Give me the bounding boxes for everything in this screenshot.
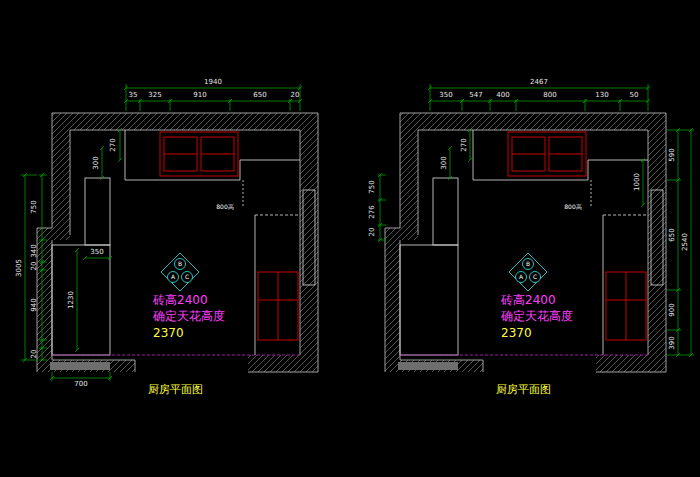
note-text: 砖高2400 (153, 294, 208, 306)
dimension-text: 3005 (16, 259, 23, 277)
dimension-lines (678, 130, 679, 355)
dimension-text: 2540 (682, 233, 689, 251)
dimension-lines (641, 158, 645, 207)
dimension-lines (428, 99, 650, 103)
dimension-lines (468, 128, 472, 162)
dimension-lines (378, 173, 382, 242)
dimension-lines (676, 128, 680, 357)
dimension-text: 750 (31, 200, 38, 213)
height-note: 800高 (216, 204, 233, 210)
dimension-lines (124, 86, 302, 90)
dimension-text: 1000 (634, 173, 641, 191)
height-note: 800高 (564, 204, 581, 210)
dimension-text: 130 (595, 92, 608, 99)
index-letter: B (178, 261, 182, 267)
dimension-lines (124, 99, 302, 103)
index-letter: C (533, 274, 537, 280)
ceiling-height: 2370 (501, 327, 532, 339)
kitchen-plan-right (385, 113, 666, 372)
dimension-text: 350 (439, 92, 452, 99)
dimension-lines (83, 256, 112, 260)
dimension-text: 750 (369, 180, 376, 193)
ceiling-height: 2370 (153, 327, 184, 339)
dimension-text: 35 (129, 92, 138, 99)
dimension-lines (378, 175, 386, 240)
dimension-lines (126, 88, 300, 101)
index-letter: B (526, 261, 530, 267)
dimension-text: 1230 (68, 291, 75, 309)
dimension-text: 1940 (204, 79, 222, 86)
dimension-text: 340 (31, 244, 38, 257)
dimension-text: 20 (291, 92, 300, 99)
dimension-lines (21, 173, 37, 362)
dimension-text: 400 (496, 92, 509, 99)
dimension-text: 325 (148, 92, 161, 99)
index-letter: C (185, 274, 189, 280)
dimension-lines (126, 84, 300, 111)
dimension-lines (75, 248, 79, 352)
dimension-text: 20 (369, 228, 376, 237)
dimension-text: 940 (31, 298, 38, 311)
dimension-text: 547 (469, 92, 482, 99)
dimension-lines (430, 88, 648, 101)
dimension-text: 350 (90, 249, 103, 256)
dimension-text: 910 (193, 92, 206, 99)
dimension-text: 270 (461, 138, 468, 151)
dimension-lines (21, 84, 694, 381)
index-letter: A (519, 274, 523, 280)
dimension-text: 900 (669, 303, 676, 316)
note-text: 确定天花高度 (501, 310, 573, 322)
dimension-text: 700 (74, 381, 87, 388)
dimension-lines (448, 146, 452, 180)
dimension-lines (667, 130, 681, 355)
dimension-text: 650 (669, 228, 676, 241)
dimension-lines (430, 84, 648, 111)
dimension-text: 300 (441, 156, 448, 169)
dimension-text: 650 (253, 92, 266, 99)
dimension-text: 800 (543, 92, 556, 99)
note-text: 砖高2400 (501, 294, 556, 306)
dimension-lines (39, 175, 47, 360)
dimension-lines (40, 173, 44, 362)
dimension-text: 590 (669, 148, 676, 161)
dimension-text: 276 (369, 205, 376, 218)
drawing-title: 厨房平面图 (496, 384, 551, 395)
index-letter: A (171, 274, 175, 280)
drawing-title: 厨房平面图 (148, 384, 203, 395)
note-text: 确定天花高度 (153, 310, 225, 322)
dimension-text: 20 (31, 262, 38, 271)
kitchen-plan-left (37, 113, 318, 372)
dimension-text: 2467 (530, 79, 548, 86)
dimension-text: 50 (630, 92, 639, 99)
dimension-lines (118, 128, 122, 162)
dimension-lines (100, 146, 104, 180)
dimension-lines (428, 86, 650, 90)
dimension-lines (681, 128, 694, 357)
dimension-text: 270 (110, 138, 117, 151)
dimension-text: 390 (669, 336, 676, 349)
dimension-lines (42, 175, 43, 360)
dimension-text: 20 (31, 350, 38, 359)
dimension-text: 300 (93, 156, 100, 169)
